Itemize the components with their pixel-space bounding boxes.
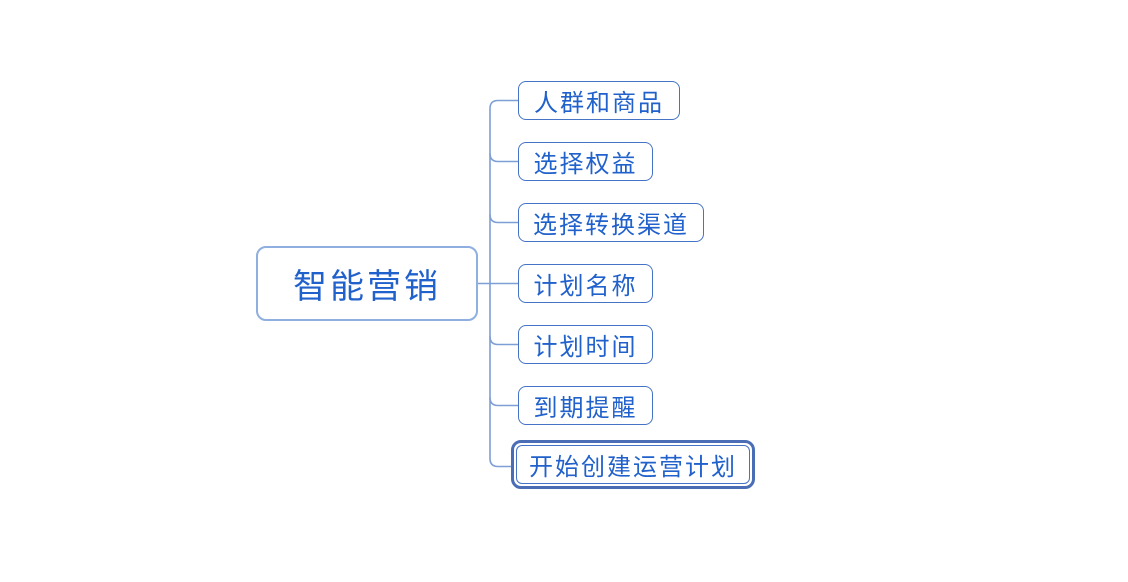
node-start-create-operation-plan[interactable]: 开始创建运营计划 [516,445,750,484]
node-label: 计划时间 [533,335,638,361]
node-smart-marketing-root[interactable]: 智能营销 [256,246,478,321]
node-label: 计划名称 [533,274,638,300]
node-audience-and-products[interactable]: 人群和商品 [518,81,680,120]
node-label: 开始创建运营计划 [529,455,737,481]
node-plan-time[interactable]: 计划时间 [518,325,653,364]
node-expiry-reminder[interactable]: 到期提醒 [518,386,653,425]
node-label: 选择权益 [533,152,638,178]
node-label: 选择转换渠道 [533,213,689,239]
node-plan-name[interactable]: 计划名称 [518,264,653,303]
node-label: 智能营销 [293,269,441,306]
node-select-conversion-channel[interactable]: 选择转换渠道 [518,203,704,242]
node-label: 人群和商品 [534,91,664,117]
selected-node-ring: 开始创建运营计划 [511,440,755,489]
node-select-benefits[interactable]: 选择权益 [518,142,653,181]
node-label: 到期提醒 [533,396,638,422]
